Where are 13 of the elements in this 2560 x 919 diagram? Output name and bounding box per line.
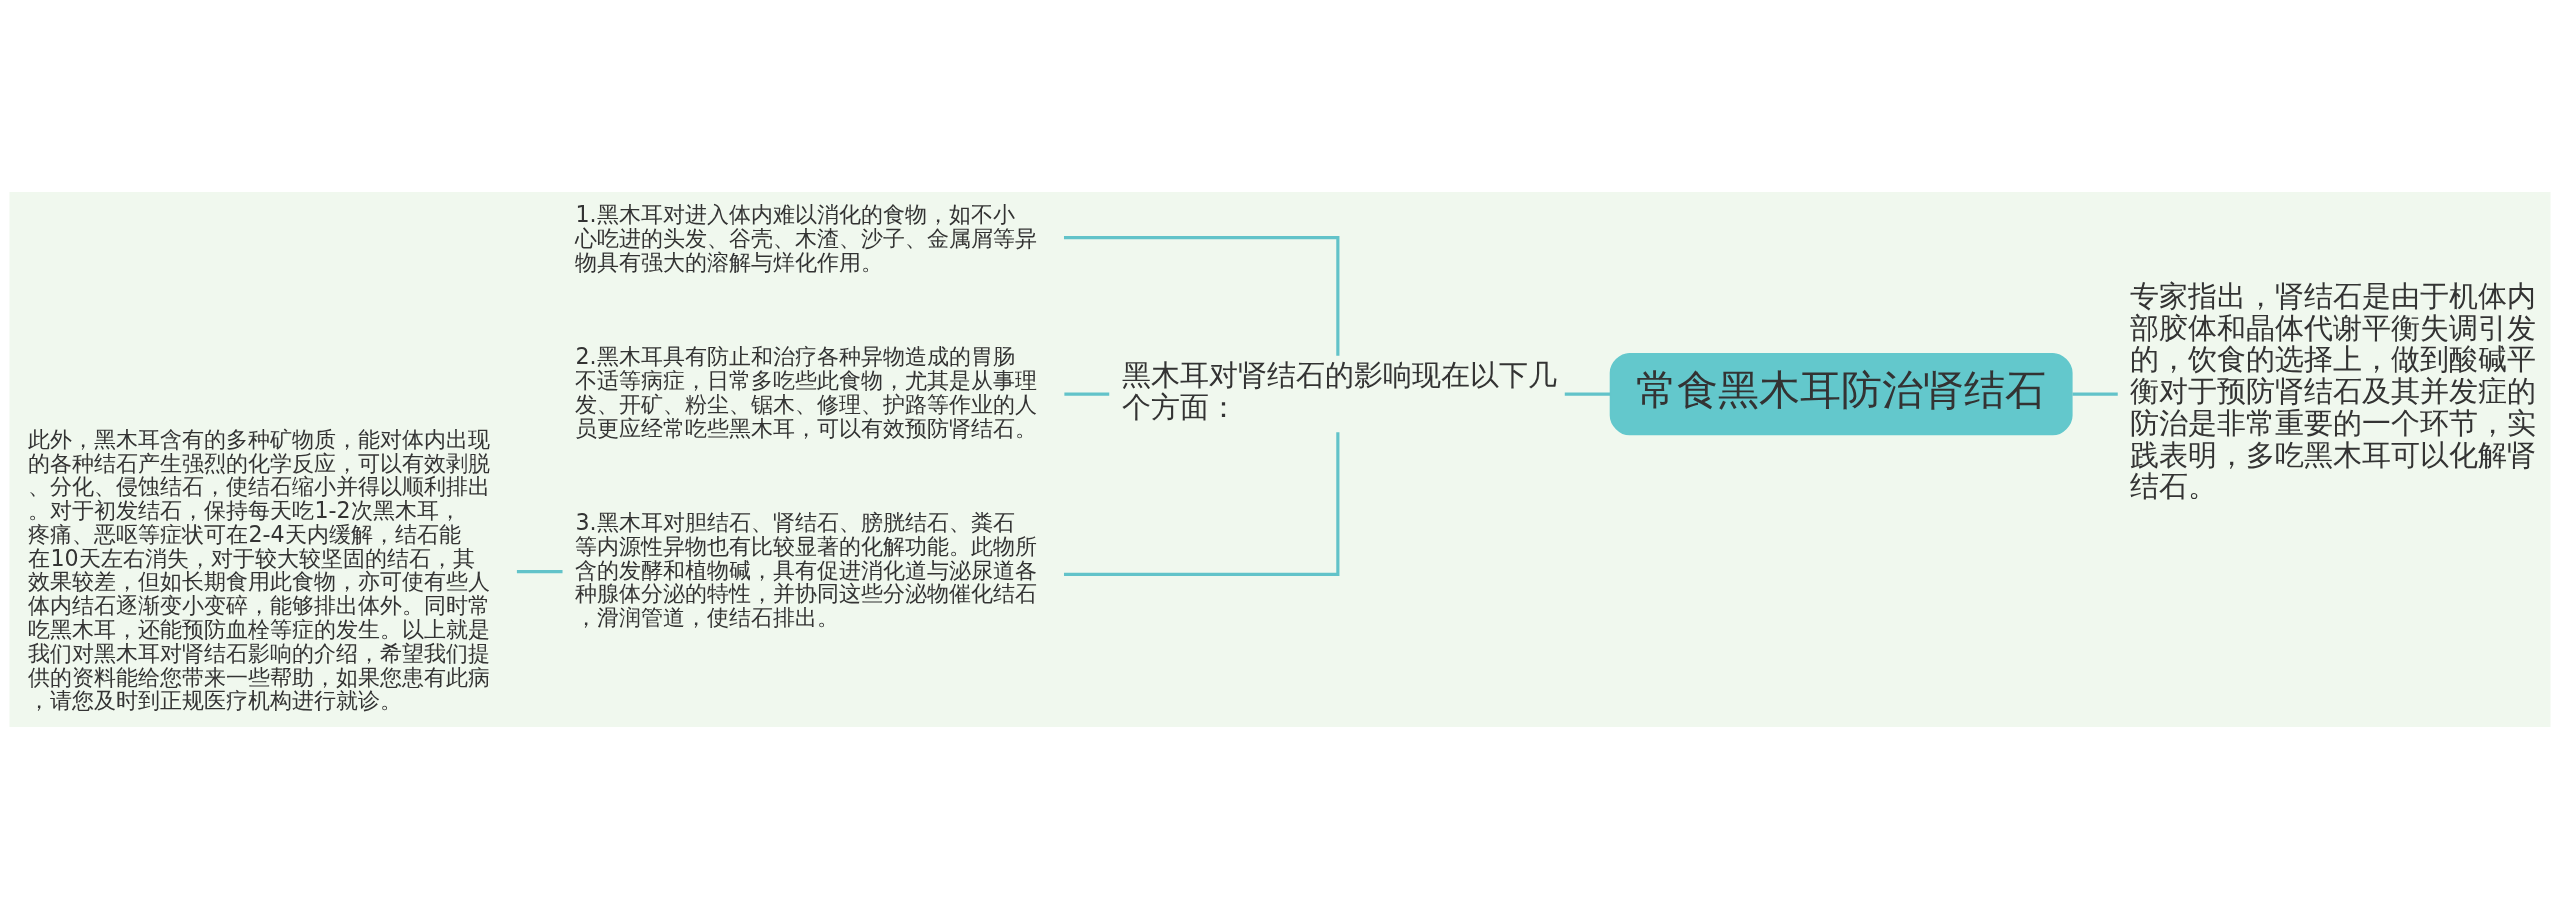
node-box: 常食黑木耳防治肾结石 [1609, 352, 2073, 436]
node-text: 专家指出，肾结石是由于机体内部胶体和晶体代谢平衡失调引发的，饮食的选择上，做到酸碱平衡对于预防肾结石及其并发症的防治是非常重要的一个环节，实践表明，多吃黑木耳可以化解肾结石。 [2130, 279, 2537, 504]
node-text: 黑木耳对肾结石的影响现在以下几个方面： [1122, 359, 1558, 424]
connector [516, 570, 563, 574]
connector [1564, 392, 1611, 396]
node-text: 2.黑木耳具有防止和治疗各种异物造成的胃肠不适等病症，日常多吃些此食物，尤其是从事理发、开矿、粉尘、锯木、修理、护路等作业的人员更应经常吃些黑木耳，可以有效预防肾结石。 [575, 343, 1038, 441]
connector [1064, 432, 1340, 576]
connector [1064, 236, 1340, 356]
node-text: 1.黑木耳对进入体内难以消化的食物，如不小心吃进的头发、谷壳、木渣、沙子、金属屑等异物具有强大的溶解与烊化作用。 [575, 201, 1038, 275]
connector [1064, 392, 1110, 396]
node-text: 3.黑木耳对胆结石、肾结石、膀胱结石、粪石等内源性异物也有比较显著的化解功能。此物所含的发酵和植物碱，具有促进消化道与泌尿道各种腺体分泌的特性，并协同这些分泌物催化结石，滑润管道，使结石排出。 [575, 508, 1038, 631]
connector [2072, 392, 2118, 396]
node-text: 此外，黑木耳含有的多种矿物质，能对体内出现的各种结石产生强烈的化学反应，可以有效剥脱、分化、侵蚀结石，使结石缩小并得以顺利排出。对于初发结石，保持每天吃1-2次黑木耳，疼痛、恶呕等症状可在2-4天内缓解，结石能在10天左右消失，对于较大较坚固的结石，其效果较差，但如长期食用此食物，亦可使有些人体内结石逐渐变小变碎，能够排出体外。同时常吃黑木耳，还能预防血栓等症的发生。以上就是我们对黑木耳对肾结石影响的介绍，希望我们提供的资料能给您带来一些帮助，如果您患有此病，请您及时到正规医疗机构进行就诊。 [28, 425, 491, 714]
